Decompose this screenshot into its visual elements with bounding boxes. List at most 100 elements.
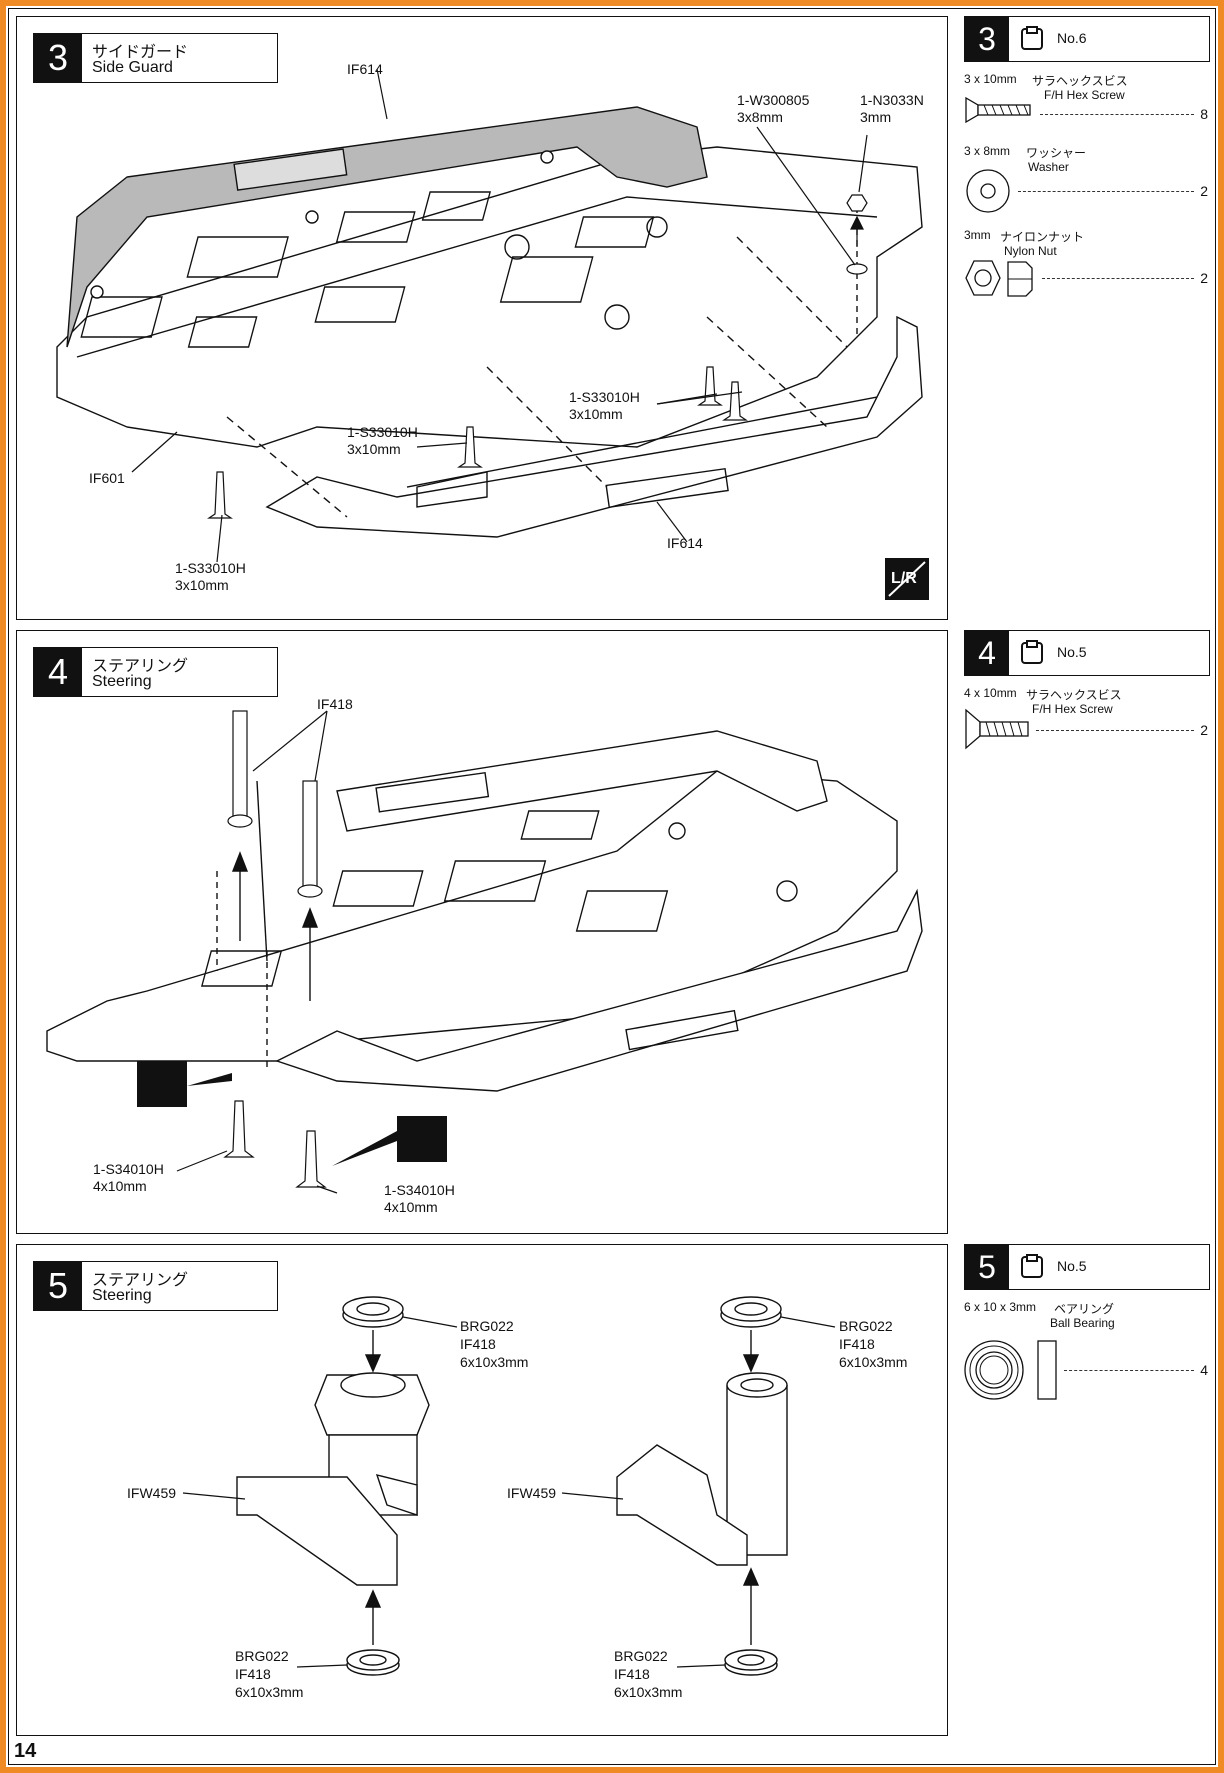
- part-name-en: Ball Bearing: [1050, 1316, 1115, 1330]
- callout-s34010h-b-size: 4x10mm: [384, 1199, 438, 1215]
- part-quantity: 8: [1200, 106, 1208, 122]
- parts-3-header: 3 No.6: [964, 16, 1210, 62]
- parts-step-number: 4: [965, 631, 1009, 675]
- part-name-en: F/H Hex Screw: [1044, 88, 1125, 102]
- step-4-panel: 4 ステアリング Steering IF418 1-S34010H 4x10mm…: [16, 630, 948, 1234]
- leader-dots: [1064, 1370, 1194, 1371]
- callout-w300805-part: 1-W300805: [737, 92, 810, 108]
- step-5-header: 5 ステアリング Steering: [33, 1261, 278, 1311]
- parts-bag-number: No.5: [1057, 1258, 1087, 1274]
- callout-brg-tl-1: BRG022: [460, 1318, 514, 1334]
- callout-s33010h-b-part: 1-S33010H: [347, 424, 418, 440]
- callout-n3033n-part: 1-N3033N: [860, 92, 924, 108]
- part-name-jp: サラヘックスビス: [1032, 74, 1128, 88]
- flat-hex-screw-icon: [965, 708, 1029, 750]
- callout-s33010h-a-size: 3x10mm: [569, 406, 623, 422]
- callout-brg-br-1: BRG022: [614, 1648, 668, 1664]
- callout-s33010h-c-size: 3x10mm: [175, 577, 229, 593]
- callout-s34010h-a-size: 4x10mm: [93, 1178, 147, 1194]
- step-title-jp: サイドガード: [92, 44, 189, 61]
- step-4-illustration: [46, 710, 923, 1194]
- part-size: 3mm: [964, 228, 991, 242]
- callout-ifw459-right: IFW459: [507, 1485, 557, 1501]
- callout-s34010h-a-part: 1-S34010H: [93, 1161, 164, 1177]
- callout-brg-tl-3: 6x10x3mm: [460, 1354, 529, 1370]
- callout-s34010h-b-part: 1-S34010H: [384, 1182, 455, 1198]
- nylon-nut-icon: [965, 260, 1033, 297]
- left-right-mark: L/R: [885, 558, 929, 600]
- part-quantity: 4: [1200, 1362, 1208, 1378]
- callout-brg-tl-2: IF418: [460, 1336, 496, 1352]
- callout-if614-top: IF614: [347, 61, 383, 77]
- parts-4-item-screw: 4 x 10mm サラヘックスビス F/H Hex Screw 2: [964, 686, 1208, 750]
- callout-brg-bl-2: IF418: [235, 1666, 271, 1682]
- step-number: 3: [34, 34, 82, 82]
- step-title-jp: ステアリング: [92, 658, 189, 675]
- part-size: 6 x 10 x 3mm: [964, 1300, 1037, 1314]
- step-3-header: 3 サイドガード Side Guard: [33, 33, 278, 83]
- parts-3-item-nut: 3mm ナイロンナット Nylon Nut 2: [964, 228, 1208, 298]
- parts-step-number: 5: [965, 1245, 1009, 1289]
- callout-if614-bottom: IF614: [667, 535, 703, 551]
- step-number: 4: [34, 648, 82, 696]
- parts-step-number: 3: [965, 17, 1009, 61]
- page-inner-border: [8, 8, 1216, 1765]
- parts-4-header: 4 No.5: [964, 630, 1210, 676]
- part-name-jp: サラヘックスビス: [1026, 688, 1122, 702]
- callout-brg-br-3: 6x10x3mm: [614, 1684, 683, 1700]
- part-name-en: F/H Hex Screw: [1032, 702, 1113, 716]
- callout-n3033n-size: 3mm: [860, 109, 892, 125]
- part-quantity: 2: [1200, 270, 1208, 286]
- parts-bag-number: No.6: [1057, 30, 1087, 46]
- step-5-illustration: [182, 1296, 836, 1676]
- parts-5-header: 5 No.5: [964, 1244, 1210, 1290]
- parts-3-item-screw: 3 x 10mm サラヘックスビス F/H Hex Screw 8: [964, 72, 1208, 130]
- parts-bag-icon: [1021, 1254, 1043, 1278]
- step-title-en: Steering: [92, 1287, 152, 1304]
- leader-dots: [1042, 278, 1194, 279]
- part-size: 4 x 10mm: [964, 686, 1017, 700]
- parts-5-item-bearing: 6 x 10 x 3mm ベアリング Ball Bearing 4: [964, 1300, 1208, 1404]
- step-title-en: Steering: [92, 673, 152, 690]
- callout-w300805-size: 3x8mm: [737, 109, 783, 125]
- step-title-jp: ステアリング: [92, 1272, 189, 1289]
- step-5-panel: 5 ステアリング Steering BRG022 IF418 6x10x3mm …: [16, 1244, 948, 1736]
- callout-s33010h-a-part: 1-S33010H: [569, 389, 640, 405]
- leader-dots: [1040, 114, 1194, 115]
- callout-if418: IF418: [317, 696, 353, 712]
- callout-if601: IF601: [89, 470, 125, 486]
- left-right-mark-text: L/R: [891, 570, 917, 587]
- callout-brg-br-2: IF418: [614, 1666, 650, 1682]
- part-name-jp: ベアリング: [1054, 1302, 1115, 1316]
- part-quantity: 2: [1200, 183, 1208, 199]
- page-number: 14: [14, 1740, 37, 1762]
- washer-icon: [966, 169, 1010, 213]
- part-quantity: 2: [1200, 722, 1208, 738]
- part-name-en: Washer: [1028, 160, 1069, 174]
- leader-dots: [1036, 730, 1194, 731]
- callout-s33010h-b-size: 3x10mm: [347, 441, 401, 457]
- leader-dots: [1018, 191, 1194, 192]
- callout-ifw459-left: IFW459: [127, 1485, 177, 1501]
- part-name-jp: ワッシャー: [1026, 146, 1087, 160]
- parts-bag-icon: [1021, 26, 1043, 50]
- callout-s33010h-c-part: 1-S33010H: [175, 560, 246, 576]
- step-4-header: 4 ステアリング Steering: [33, 647, 278, 697]
- callout-brg-tr-2: IF418: [839, 1336, 875, 1352]
- parts-3-item-washer: 3 x 8mm ワッシャー Washer 2: [964, 144, 1208, 214]
- step-title-en: Side Guard: [92, 59, 173, 76]
- step-number: 5: [34, 1262, 82, 1310]
- callout-brg-bl-3: 6x10x3mm: [235, 1684, 304, 1700]
- callout-brg-tr-1: BRG022: [839, 1318, 893, 1334]
- parts-bag-icon: [1021, 640, 1043, 664]
- parts-bag-number: No.5: [1057, 644, 1087, 660]
- part-name-en: Nylon Nut: [1004, 244, 1057, 258]
- ball-bearing-icon: [964, 1340, 1057, 1400]
- part-size: 3 x 10mm: [964, 72, 1017, 86]
- step-3-illustration: [56, 68, 923, 563]
- flat-hex-screw-icon: [965, 96, 1031, 124]
- part-name-jp: ナイロンナット: [1000, 230, 1085, 244]
- callout-brg-tr-3: 6x10x3mm: [839, 1354, 908, 1370]
- part-size: 3 x 8mm: [964, 144, 1011, 158]
